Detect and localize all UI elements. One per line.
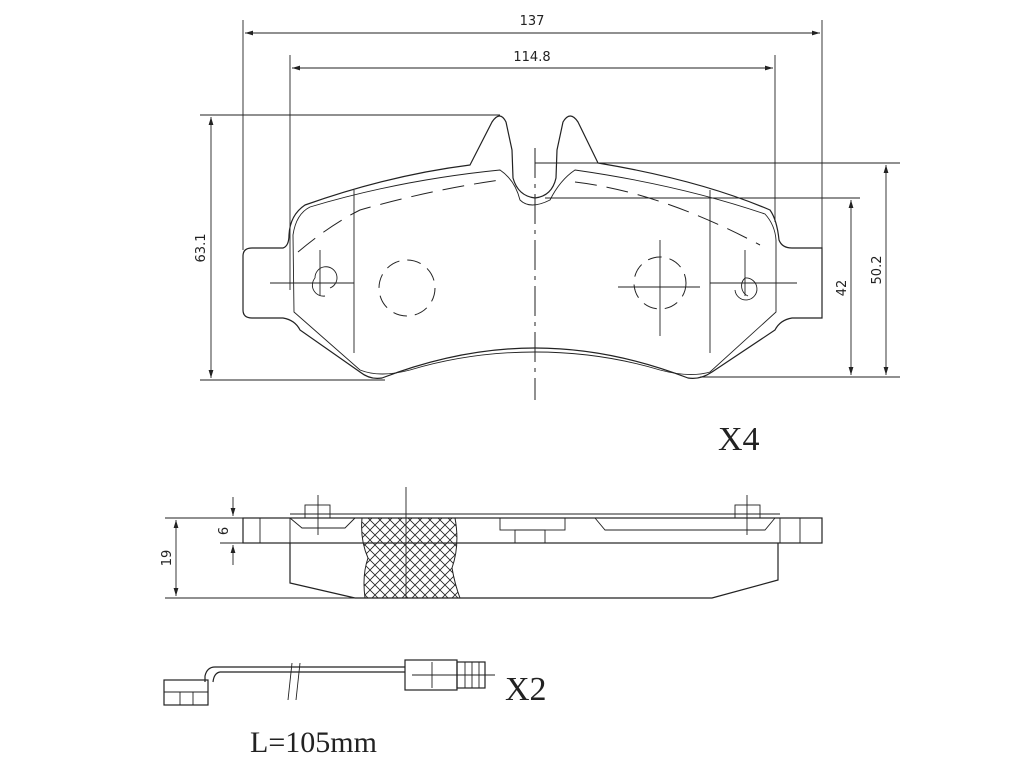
dimension-114-8: 114.8 — [289, 50, 776, 290]
pad-quantity-label: X4 — [718, 421, 760, 458]
dimension-label: 137 — [520, 14, 545, 29]
sensor-length-label: L=105mm — [250, 726, 377, 759]
pad-top-view — [242, 115, 823, 400]
dimension-42-50-2: 42 50.2 — [535, 162, 900, 378]
dimension-label: 50.2 — [870, 256, 885, 285]
dimension-label: 19 — [160, 550, 175, 567]
dimension-label: 114.8 — [513, 50, 550, 65]
dimension-label: 63.1 — [194, 234, 209, 263]
dimension-63-1: 63.1 — [194, 114, 500, 381]
sensor-quantity-label: X2 — [505, 671, 547, 708]
pad-side-view: 19 6 — [160, 487, 823, 599]
dimension-137: 137 — [242, 14, 823, 250]
dimension-label: 6 — [217, 527, 232, 535]
wear-sensor — [163, 659, 495, 706]
dimension-label: 42 — [835, 280, 850, 297]
